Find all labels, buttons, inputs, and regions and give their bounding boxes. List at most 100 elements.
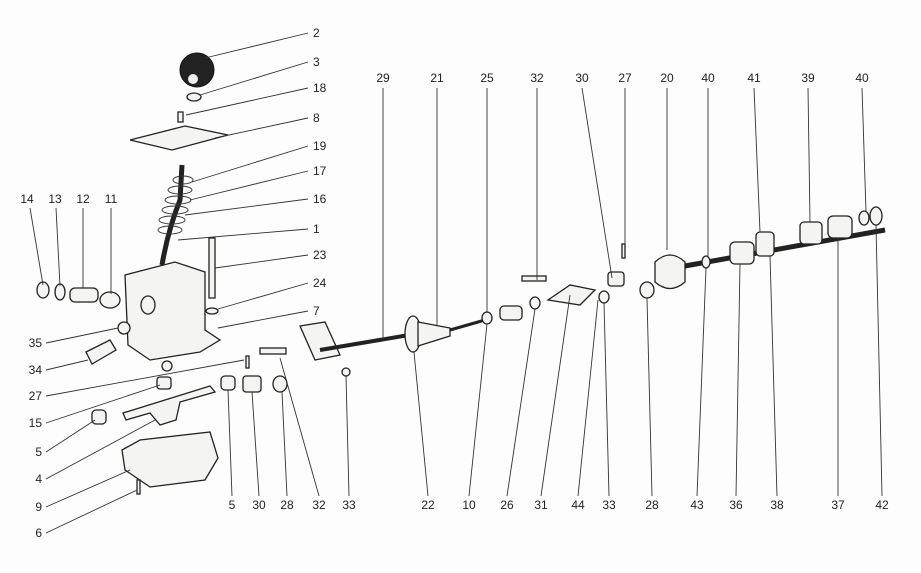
detent-spring xyxy=(69,287,99,303)
leader-line xyxy=(55,207,61,287)
leader-line xyxy=(696,267,707,497)
leader-line xyxy=(413,351,429,497)
leader-line xyxy=(45,359,89,371)
pin xyxy=(245,355,250,369)
callout-number: 19 xyxy=(313,139,327,153)
lever-ball xyxy=(161,360,173,372)
leader-line xyxy=(251,391,260,497)
bushing xyxy=(91,409,107,425)
sleeve xyxy=(499,305,523,321)
leader-line xyxy=(861,87,867,213)
leader-line xyxy=(45,469,131,508)
cap xyxy=(272,375,288,393)
joint xyxy=(242,375,262,393)
gear-lever xyxy=(159,164,185,266)
callout-number: 23 xyxy=(313,248,327,262)
leader-line xyxy=(577,299,599,497)
callout-number: 38 xyxy=(770,498,784,512)
leader-line xyxy=(468,323,488,497)
leader-line xyxy=(281,391,288,497)
callout-number: 28 xyxy=(645,498,659,512)
leader-line xyxy=(45,489,138,534)
callout-number: 9 xyxy=(35,500,42,514)
leader-line xyxy=(279,357,320,497)
rubber-boot xyxy=(654,254,686,290)
washer xyxy=(117,321,131,335)
callout-number: 32 xyxy=(530,71,544,85)
callout-number: 3 xyxy=(313,55,320,69)
o-ring xyxy=(54,283,66,301)
bushing xyxy=(729,241,755,265)
callout-number: 40 xyxy=(855,71,869,85)
leader-line xyxy=(540,294,571,497)
leader-line xyxy=(227,389,233,497)
detent-plunger xyxy=(99,291,121,309)
leader-line xyxy=(217,310,309,329)
callout-number: 43 xyxy=(690,498,704,512)
leader-line xyxy=(214,117,309,139)
parts-drawing xyxy=(36,52,886,495)
leader-line xyxy=(45,384,161,424)
reverse-switch xyxy=(85,339,117,365)
callout-number: 18 xyxy=(313,81,327,95)
leader-line xyxy=(807,87,811,223)
leader-line xyxy=(185,87,309,116)
leader-line xyxy=(345,375,350,497)
lower-cover xyxy=(121,431,219,488)
callout-number: 7 xyxy=(313,304,320,318)
callout-number: 8 xyxy=(313,111,320,125)
bushing xyxy=(156,376,172,390)
callout-number: 33 xyxy=(342,498,356,512)
callout-number: 11 xyxy=(105,192,118,206)
callout-number: 5 xyxy=(35,445,42,459)
leader-line xyxy=(217,282,309,310)
leader-line xyxy=(735,263,741,497)
callout-number: 42 xyxy=(875,498,889,512)
threaded-rod xyxy=(449,318,486,332)
control-rod xyxy=(319,332,416,352)
callout-number: 44 xyxy=(571,498,585,512)
callout-number: 35 xyxy=(29,336,43,350)
leader-line xyxy=(177,228,309,241)
leader-line xyxy=(769,255,778,497)
gate-plate xyxy=(129,125,229,151)
leader-line xyxy=(204,32,309,59)
leader-line xyxy=(506,308,536,497)
callout-number: 20 xyxy=(660,71,674,85)
selector-shaft xyxy=(122,385,217,426)
nut xyxy=(529,296,541,310)
callout-number: 32 xyxy=(312,498,326,512)
bolt xyxy=(259,347,287,355)
callout-number: 21 xyxy=(430,71,444,85)
callout-number: 25 xyxy=(480,71,494,85)
callout-number: 17 xyxy=(313,164,327,178)
callout-number: 28 xyxy=(280,498,294,512)
cap xyxy=(639,281,655,299)
callout-number: 13 xyxy=(48,192,62,206)
callout-number: 5 xyxy=(229,498,236,512)
bearing xyxy=(799,221,823,245)
leader-line xyxy=(199,61,309,96)
callout-number: 30 xyxy=(575,71,589,85)
callout-number: 6 xyxy=(35,526,42,540)
callout-number: 30 xyxy=(252,498,266,512)
callout-number: 39 xyxy=(801,71,815,85)
callout-number: 12 xyxy=(76,192,90,206)
ring xyxy=(858,210,870,226)
nut xyxy=(481,311,493,325)
bolt xyxy=(208,237,216,299)
knob-nut xyxy=(186,92,202,102)
leader-line xyxy=(603,302,610,497)
callout-number: 2 xyxy=(313,26,320,40)
callout-number: 4 xyxy=(35,472,42,486)
callout-number: 37 xyxy=(831,498,845,512)
callout-number: 14 xyxy=(20,192,34,206)
ring xyxy=(701,255,711,269)
knob-highlight xyxy=(188,74,198,84)
leader-line xyxy=(189,170,309,201)
screw xyxy=(177,111,184,123)
leader-line xyxy=(45,419,156,480)
callout-number: 24 xyxy=(313,276,327,290)
callout-number: 29 xyxy=(376,71,390,85)
